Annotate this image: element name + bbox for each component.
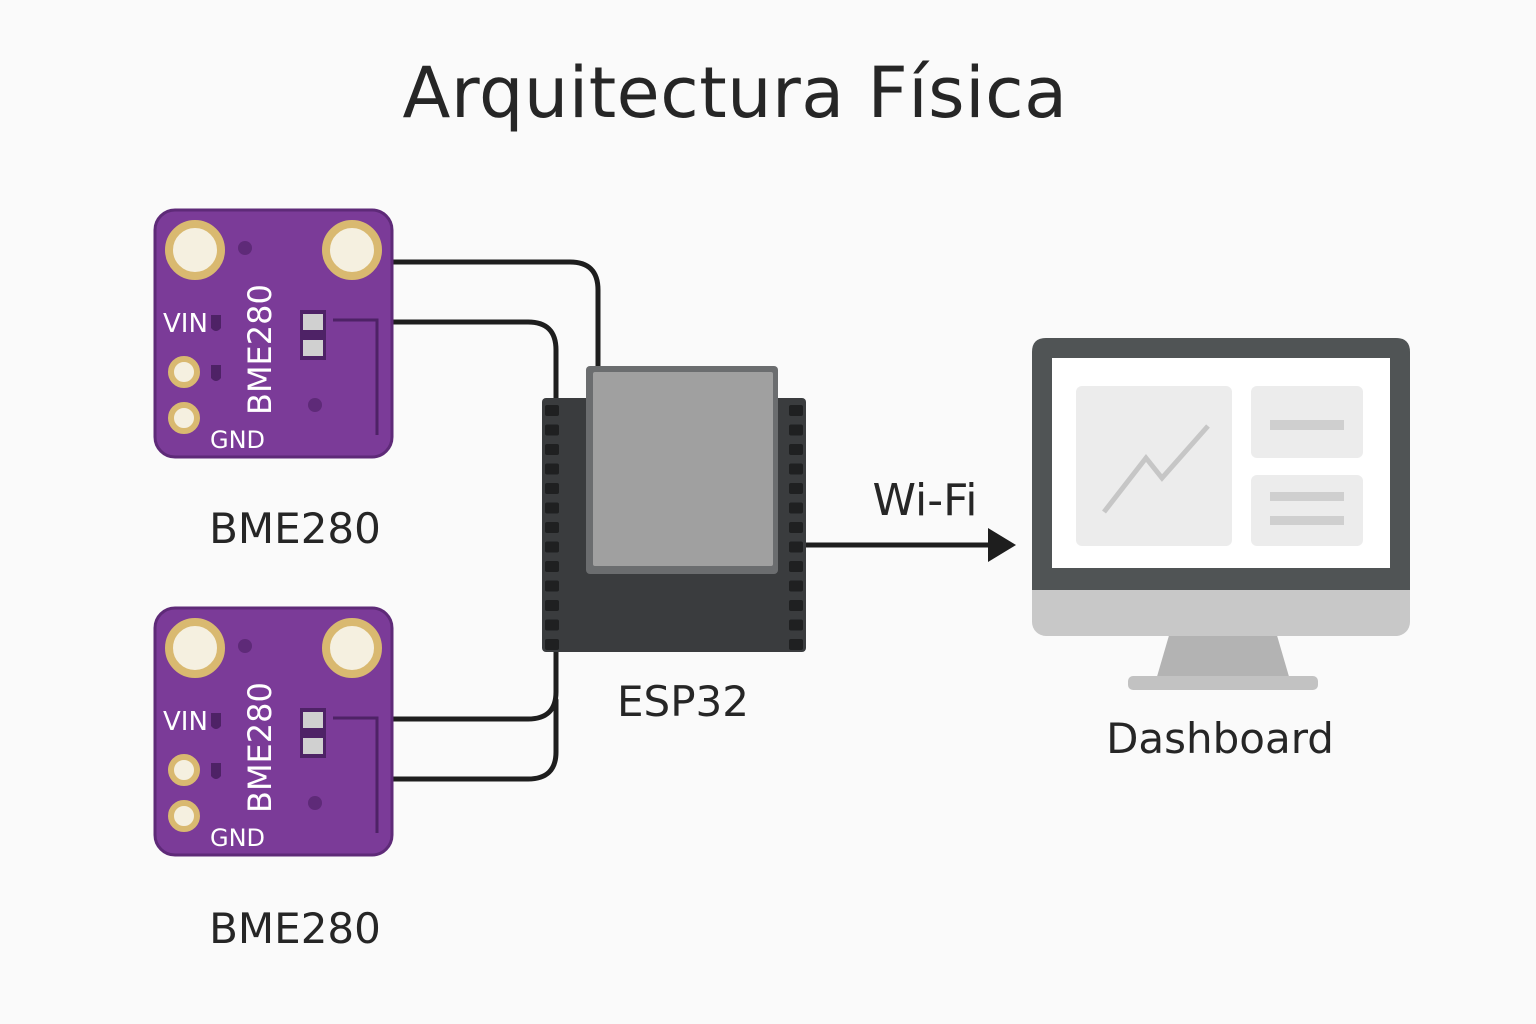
esp32-pin: [789, 580, 803, 592]
esp32-pin: [545, 580, 559, 592]
esp32-pin: [545, 502, 559, 514]
pin-pad: [168, 754, 200, 786]
esp32-pin: [789, 405, 803, 416]
esp32-pin: [545, 639, 559, 650]
pin-pad: [168, 800, 200, 832]
esp32-pin: [789, 463, 803, 475]
sensor-board-1: VIN GND BME280: [153, 208, 394, 459]
esp32-pin: [545, 541, 559, 553]
esp32-module: [542, 366, 806, 652]
mount-hole: [322, 618, 382, 678]
esp32-pin: [789, 483, 803, 494]
esp32-pin: [789, 444, 803, 455]
wifi-arrow: [806, 528, 1016, 562]
esp32-pin: [545, 522, 559, 533]
pin-pad: [168, 402, 200, 434]
dashboard-monitor: [1032, 338, 1410, 690]
esp32-pin: [545, 483, 559, 494]
wire-sensor2-b: [389, 697, 559, 782]
sensor-label-2: BME280: [209, 904, 381, 953]
esp32-pin: [789, 639, 803, 650]
esp32-pin: [789, 600, 803, 611]
esp32-pin: [789, 619, 803, 631]
esp32-pin: [789, 424, 803, 436]
wire-sensor1-b: [389, 319, 559, 403]
esp32-pin: [545, 463, 559, 475]
esp32-pin: [545, 405, 559, 416]
esp32-pin: [545, 424, 559, 436]
pin-label-gnd: GND: [210, 426, 265, 454]
esp32-pin: [789, 502, 803, 514]
esp32-pin: [789, 541, 803, 553]
wire-sensor1-a: [389, 259, 601, 369]
chip-silkscreen: BME280: [241, 682, 279, 813]
pin-pad: [168, 356, 200, 388]
esp32-pin: [545, 600, 559, 611]
esp32-pin: [789, 522, 803, 533]
wifi-label: Wi-Fi: [872, 475, 978, 526]
pin-label-gnd: GND: [210, 824, 265, 852]
sensor-board-2: VIN GND BME280: [153, 606, 394, 857]
diagram-title: Arquitectura Física: [402, 52, 1068, 134]
mount-hole: [322, 220, 382, 280]
esp32-pin: [545, 561, 559, 572]
chip-silkscreen: BME280: [241, 284, 279, 415]
esp32-label: ESP32: [617, 677, 749, 726]
wire-sensor2-a: [389, 649, 559, 722]
wires: [389, 259, 601, 782]
esp32-pin: [545, 444, 559, 455]
mount-hole: [165, 220, 225, 280]
sensor-label-1: BME280: [209, 504, 381, 553]
esp32-pin: [545, 619, 559, 631]
pin-label-vin: VIN: [163, 707, 208, 737]
pin-label-vin: VIN: [163, 309, 208, 339]
dashboard-label: Dashboard: [1106, 714, 1334, 763]
mount-hole: [165, 618, 225, 678]
esp32-pin: [789, 561, 803, 572]
